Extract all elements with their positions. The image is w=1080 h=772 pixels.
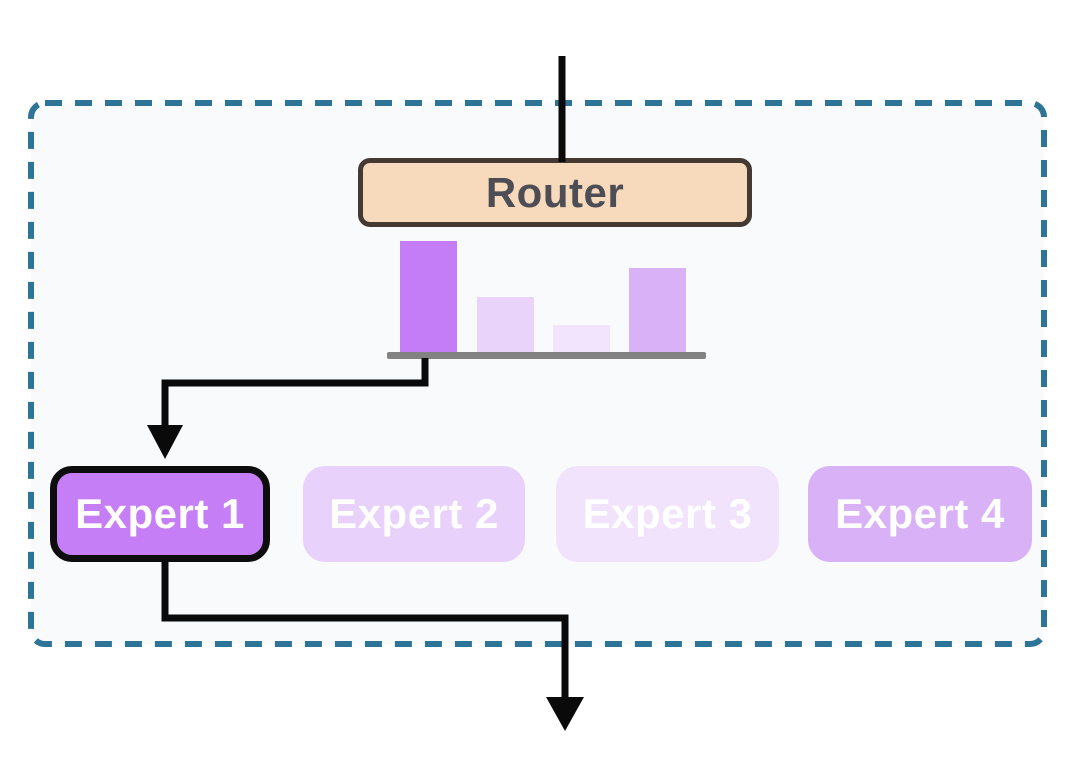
router-weight-bar <box>400 241 457 358</box>
expert-3-label: Expert 3 <box>582 490 753 537</box>
chart-baseline-bar <box>387 352 706 359</box>
expert-box-1: Expert 1 <box>50 466 270 562</box>
expert-2-label: Expert 2 <box>329 490 499 537</box>
router-box: Router <box>358 158 752 227</box>
router-weight-bar <box>629 268 686 358</box>
expert-box-3: Expert 3 <box>556 466 779 562</box>
expert-1-label: Expert 1 <box>75 490 245 537</box>
expert-box-4: Expert 4 <box>808 466 1032 562</box>
expert-4-label: Expert 4 <box>835 490 1005 537</box>
router-label: Router <box>485 168 625 216</box>
router-weight-bar <box>477 297 534 358</box>
expert-box-2: Expert 2 <box>303 466 525 562</box>
